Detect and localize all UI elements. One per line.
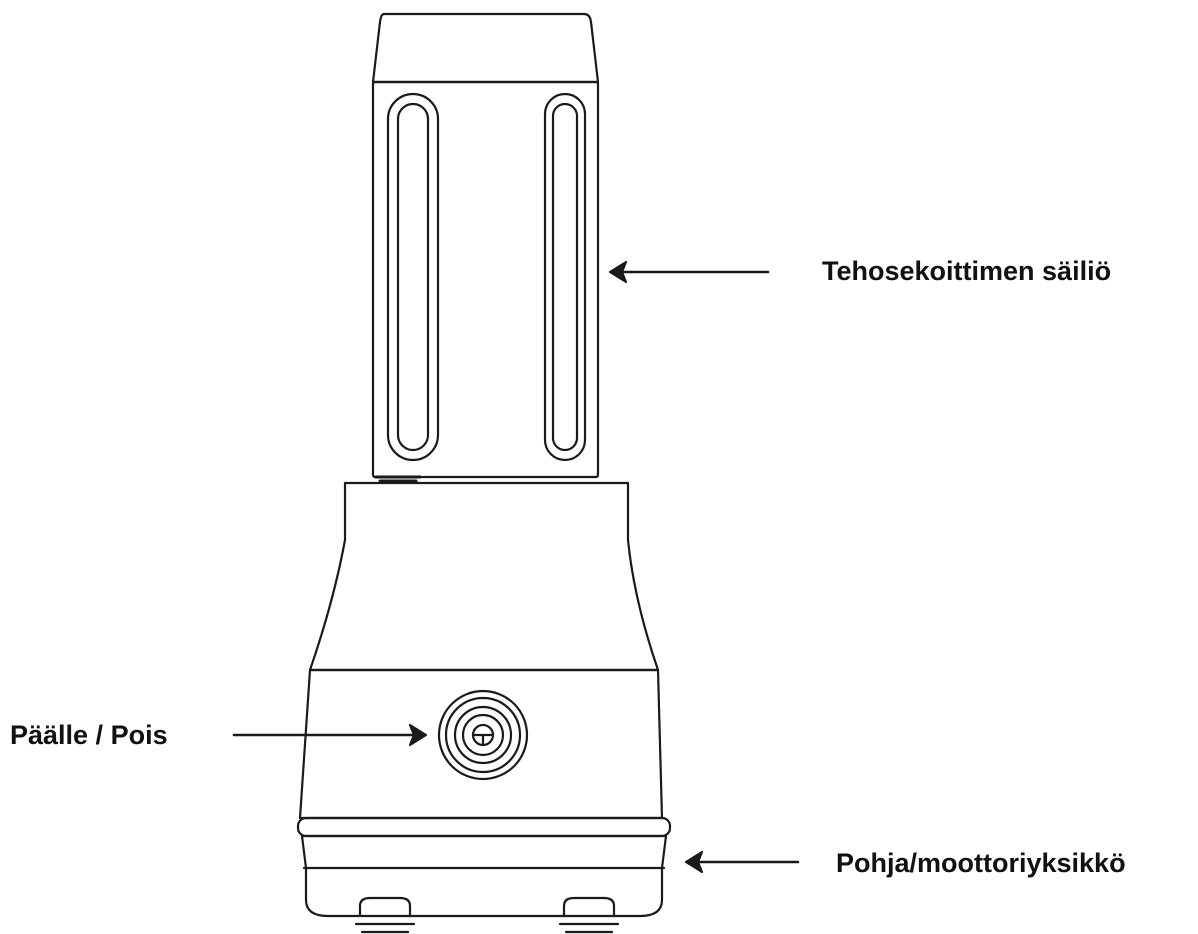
blender-jar [371,12,600,483]
base-foot-right [558,896,620,934]
arrow-jar [608,260,770,284]
power-button [437,689,529,781]
arrow-power [232,723,428,747]
jar-thread [374,475,422,483]
base-bottom [300,834,668,918]
base-ring [296,816,672,838]
jar-grip-left-outer [386,92,440,462]
jar-lid [371,12,600,84]
jar-grip-left-inner [396,102,430,452]
jar-grip-right-inner [551,102,579,452]
arrow-base [684,850,800,874]
jar-grip-right-outer [543,92,587,462]
jar-body [371,80,600,479]
base-foot-left [354,896,416,934]
motor-base [296,481,672,934]
jar-label: Tehosekoittimen säiliö [822,256,1112,286]
power-button-label: Päälle / Pois [10,720,168,750]
base-upper-body [308,481,660,672]
base-label: Pohja/moottoriyksikkö [836,848,1126,878]
